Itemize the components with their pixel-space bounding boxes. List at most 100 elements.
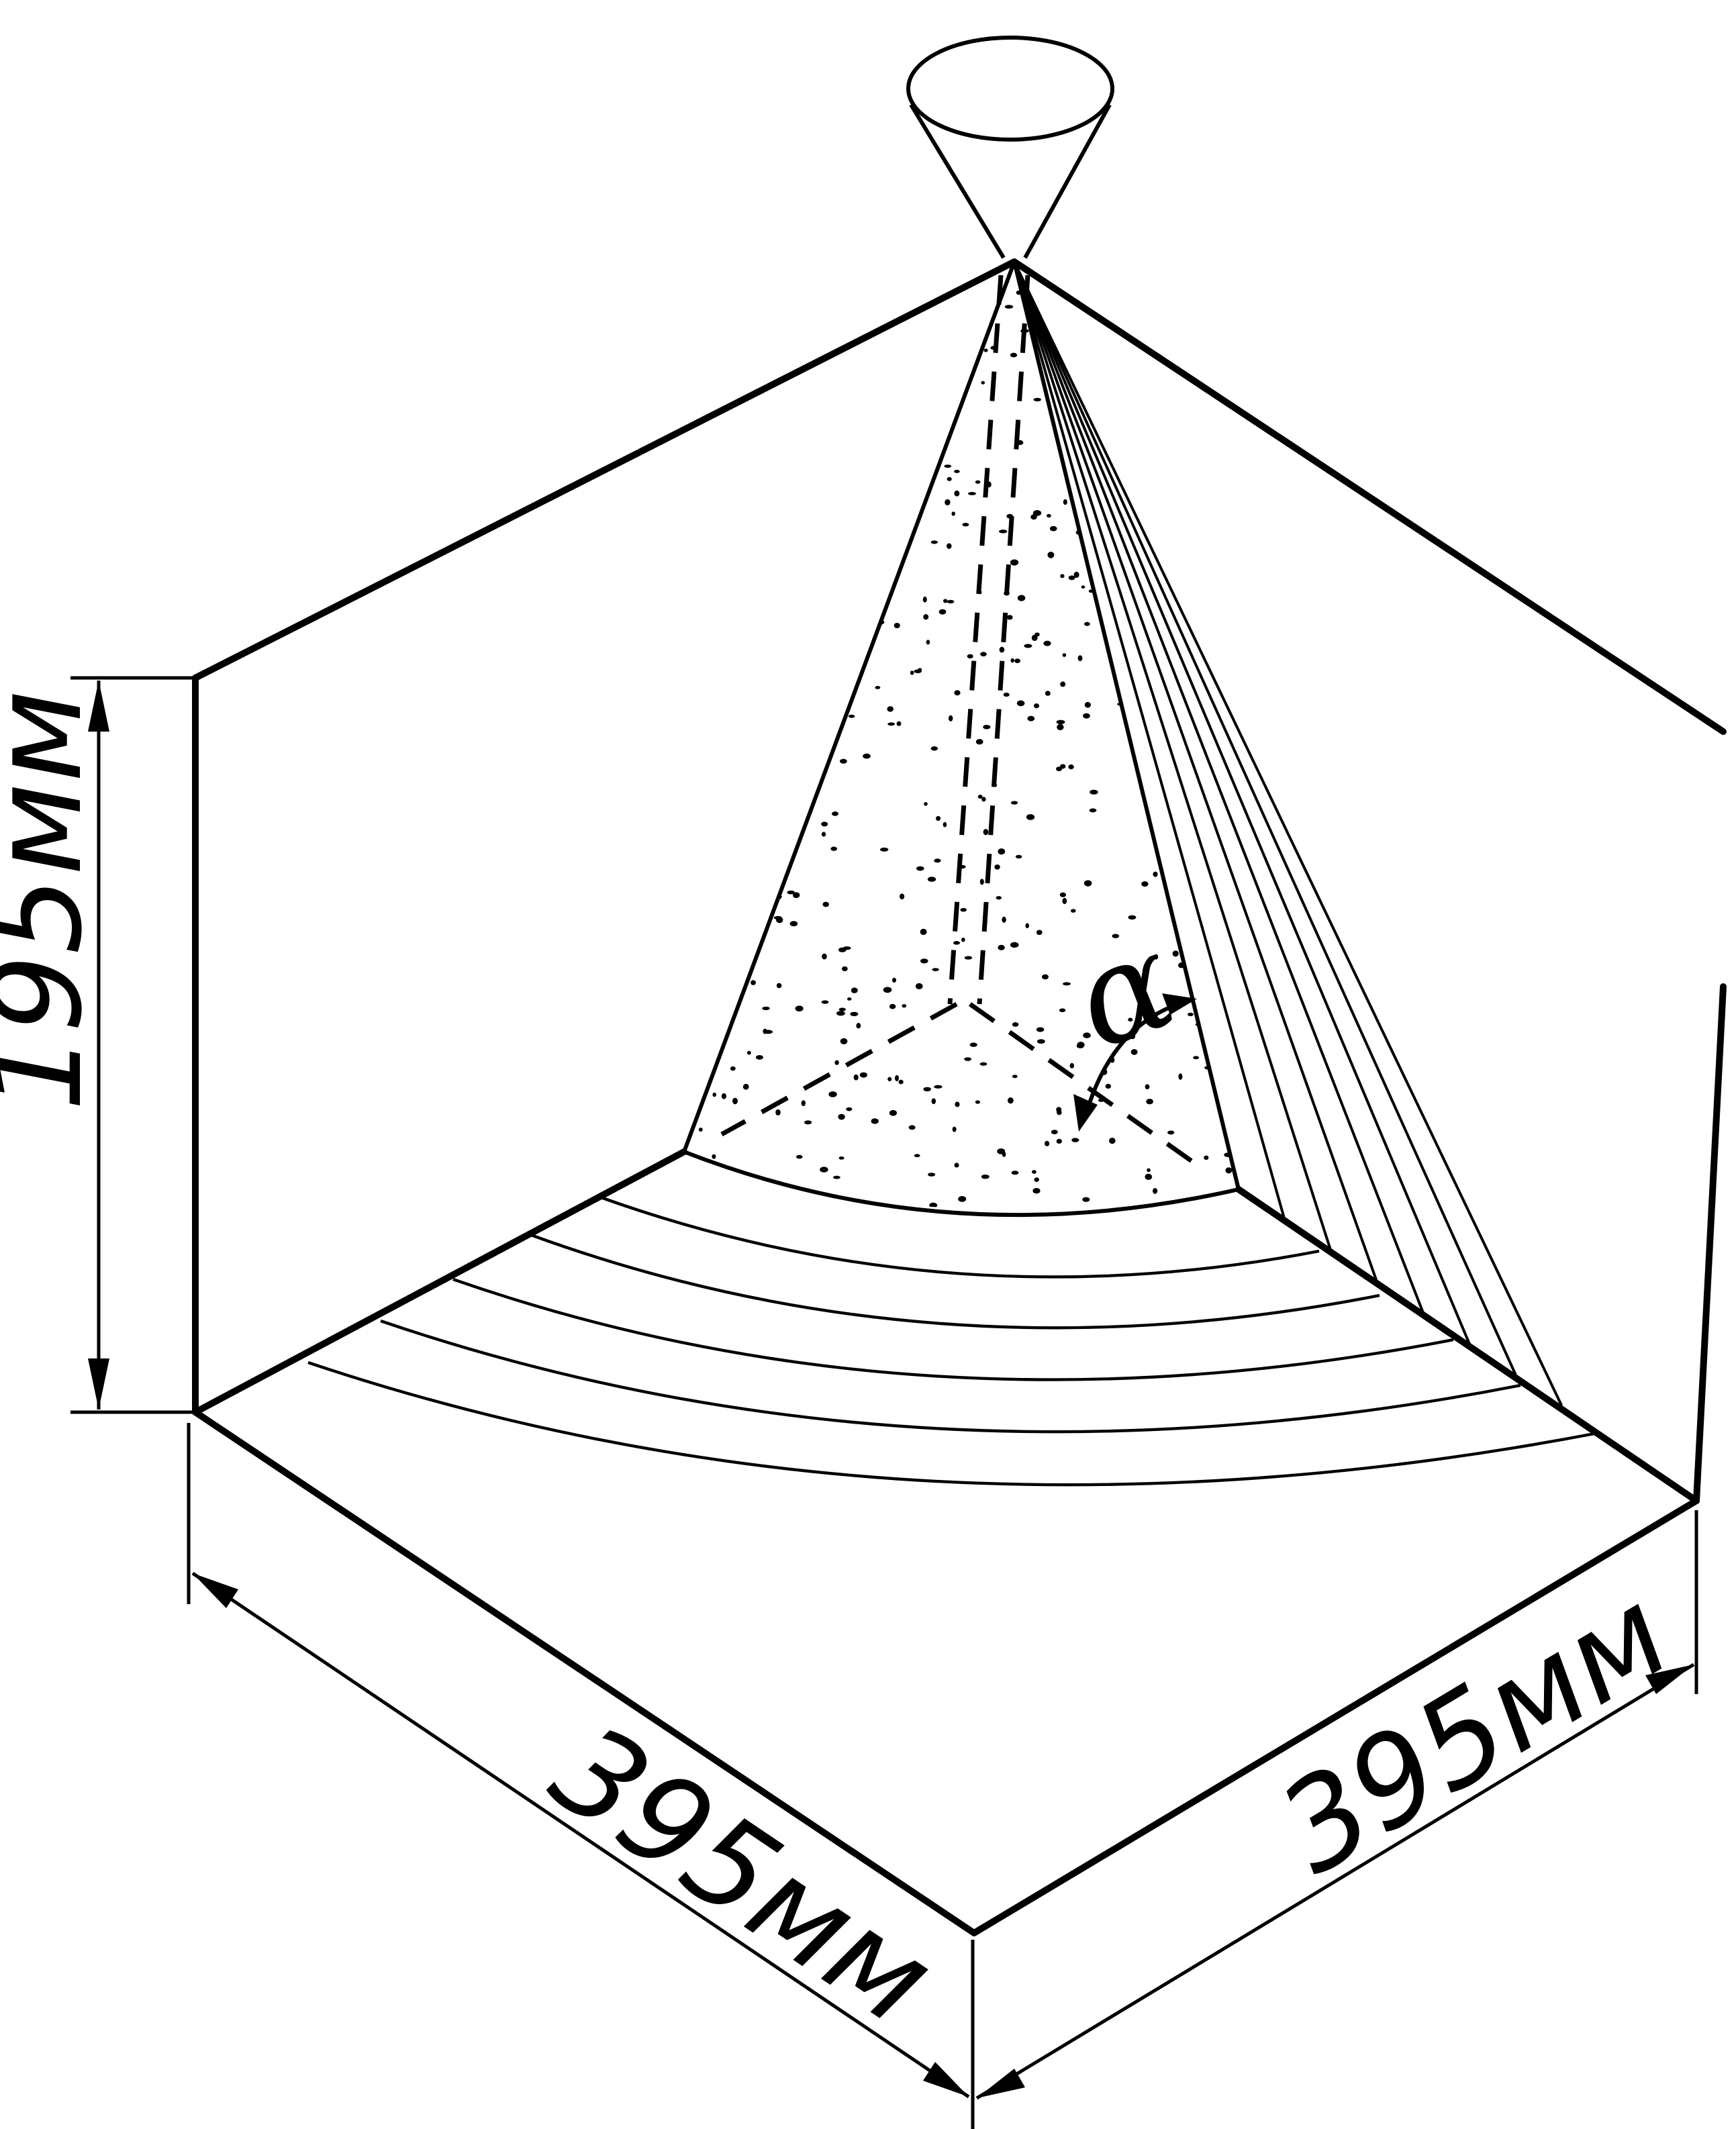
sand-grain [1188, 744, 1194, 748]
sand-grain [776, 548, 781, 555]
wall-hatch-line [1013, 261, 1379, 1283]
sand-grain [1231, 864, 1238, 870]
sand-grain [975, 480, 981, 484]
sand-grain [896, 721, 902, 726]
sand-grain [1130, 1049, 1138, 1055]
sand-grain [820, 1167, 828, 1173]
sand-grain [962, 523, 969, 527]
sand-grain [836, 1011, 845, 1016]
sand-grain [938, 338, 947, 343]
sand-grain [1229, 477, 1237, 481]
sand-grain [1016, 290, 1022, 295]
sand-grain [1014, 658, 1020, 663]
sand-grain [951, 511, 955, 516]
sand-grain [834, 611, 843, 617]
sand-grain [703, 1009, 708, 1012]
sand-grain [713, 571, 720, 578]
sand-grain [1154, 954, 1159, 960]
sand-grain [1145, 1173, 1153, 1180]
sand-grain [899, 419, 905, 426]
sand-grain [1068, 575, 1075, 581]
sand-grain [827, 638, 834, 645]
sand-grain [1032, 1188, 1041, 1194]
sand-grain [1081, 585, 1086, 589]
sand-grain [1056, 720, 1065, 725]
sand-grain [1147, 1168, 1151, 1173]
sand-grain [1178, 1073, 1183, 1080]
sand-grain [1073, 571, 1079, 579]
sand-grain [782, 295, 791, 302]
hidden-vertical-edge [947, 275, 1004, 1005]
sand-grain [832, 705, 839, 711]
hidden-vertical-edge-2 [977, 275, 1030, 1005]
sand-grain [1182, 569, 1188, 574]
sand-grain [975, 1100, 980, 1104]
sand-grain [1084, 622, 1090, 626]
sand-grain [775, 1109, 781, 1116]
sand-grain [838, 947, 847, 952]
sand-grain [1096, 360, 1102, 364]
sand-grain [1220, 360, 1226, 366]
sand-grain [834, 383, 842, 388]
sand-grain [804, 1120, 812, 1125]
sand-grain [934, 1085, 943, 1089]
sand-grain [742, 1083, 749, 1090]
sand-grain [1212, 951, 1218, 958]
sand-grain [1060, 574, 1065, 579]
sand-grain [854, 496, 862, 501]
sand-grain [980, 652, 987, 656]
sand-grain [996, 896, 1002, 900]
sand-grain [930, 746, 938, 751]
sand-grain [1111, 648, 1119, 654]
sand-grain [693, 477, 700, 481]
sand-grain [924, 802, 928, 806]
sand-grain [1207, 999, 1212, 1005]
sand-grain [775, 831, 783, 838]
sand-grain [945, 499, 951, 506]
sand-grain [1237, 353, 1239, 359]
sand-grain [910, 671, 914, 675]
sand-grain [1060, 764, 1066, 769]
sand-grain [892, 977, 896, 983]
sand-grain [975, 739, 983, 745]
sand-grain [1016, 440, 1024, 446]
funnel-left-side [909, 103, 1006, 259]
sand-grain [983, 348, 988, 352]
sand-grain [949, 715, 953, 722]
sand-grain [1057, 1109, 1062, 1116]
sand-grain [1047, 552, 1055, 558]
sand-grain [937, 332, 945, 337]
sand-grain [1042, 974, 1049, 980]
sand-grain [1090, 789, 1098, 795]
sand-grain [848, 352, 854, 357]
sand-grain [772, 273, 780, 278]
sand-grain [758, 564, 766, 570]
sand-grain [730, 860, 736, 866]
sand-grain [1207, 357, 1214, 363]
sand-grain [1084, 701, 1091, 708]
sand-grain [800, 709, 809, 713]
sand-grain [1196, 554, 1206, 560]
sand-grain [760, 675, 767, 679]
sand-grain [815, 502, 824, 506]
sand-grain [1218, 335, 1226, 341]
sand-grain [795, 764, 804, 769]
sand-grain [776, 917, 783, 924]
sand-grain [1141, 881, 1149, 887]
sand-grain [994, 864, 1000, 870]
sand-grain [1219, 854, 1223, 860]
sand-grain [1228, 296, 1235, 301]
sand-grain [1167, 1130, 1175, 1135]
sand-grain [840, 530, 846, 534]
sand-grain [1004, 591, 1010, 596]
sand-grain [1110, 277, 1118, 284]
sand-grain [851, 987, 858, 993]
sand-grain [700, 1001, 704, 1007]
sand-grain [958, 1196, 967, 1202]
sand-grain [742, 778, 751, 783]
sand-grain [842, 966, 848, 971]
sand-grain [980, 295, 987, 301]
left-wall-edge [192, 258, 1018, 1416]
sand-grain [841, 511, 846, 516]
sand-grain [1088, 589, 1094, 593]
